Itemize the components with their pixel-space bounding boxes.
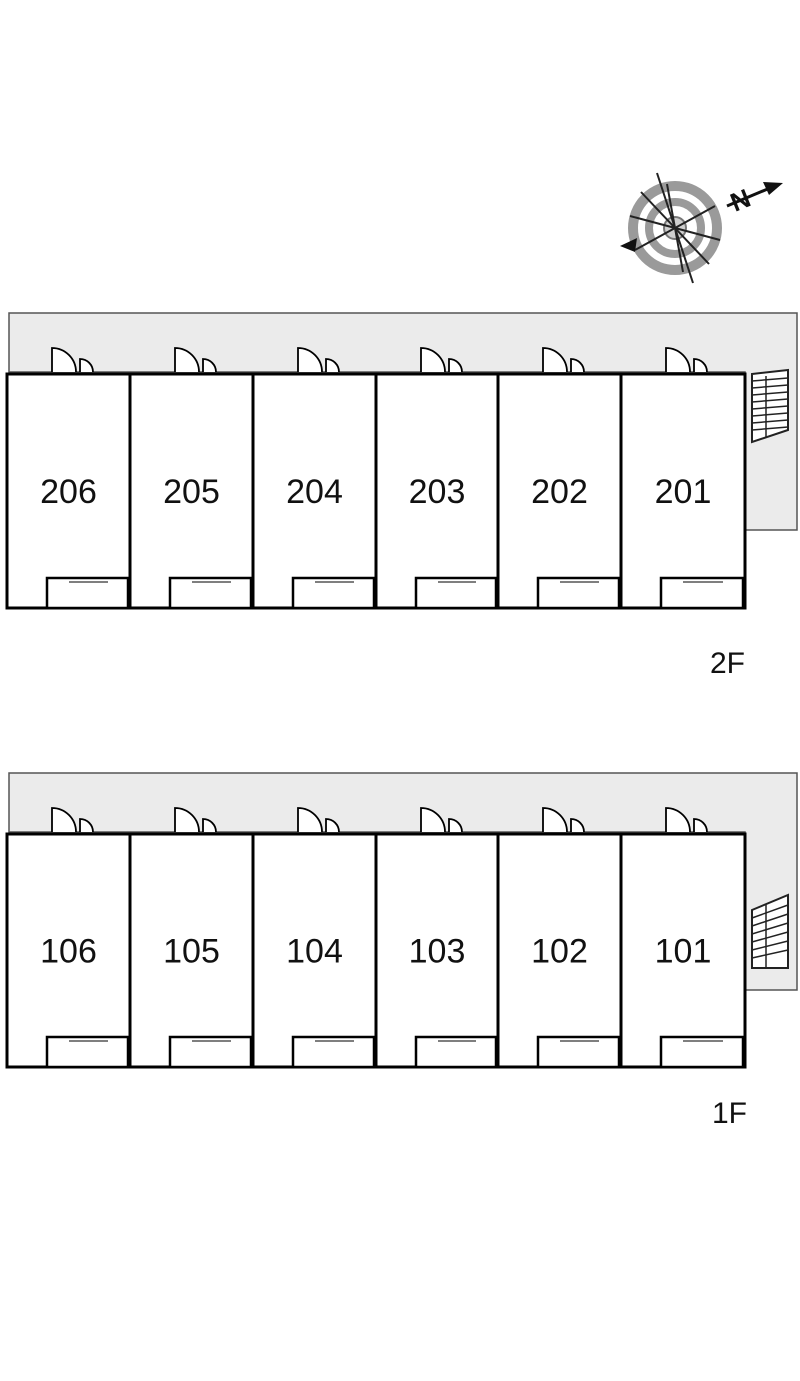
- floor-label-2f: 2F: [710, 647, 745, 680]
- stairs-icon: [751, 893, 789, 969]
- entrance-door-icon: [51, 347, 77, 373]
- unit-number: 103: [409, 933, 466, 971]
- unit-103: 103: [374, 807, 500, 1069]
- unit-number: 204: [286, 473, 343, 511]
- entrance-door-icon: [420, 347, 446, 373]
- unit-number: 105: [163, 933, 220, 971]
- unit-room: [619, 832, 747, 1069]
- unit-106: 106: [5, 807, 132, 1069]
- meter-box-icon: [325, 358, 340, 373]
- meter-box-icon: [202, 818, 217, 833]
- unit-102: 102: [496, 807, 623, 1069]
- meter-box-icon: [325, 818, 340, 833]
- meter-box-icon: [448, 358, 463, 373]
- unit-104: 104: [251, 807, 378, 1069]
- unit-room: [5, 372, 132, 610]
- balcony: [45, 1035, 130, 1069]
- unit-room: [374, 372, 500, 610]
- balcony: [168, 576, 253, 610]
- entrance-door-icon: [51, 807, 77, 833]
- unit-room: [5, 832, 132, 1069]
- unit-203: 203: [374, 347, 500, 610]
- entrance-door-icon: [174, 347, 200, 373]
- floor-label-1f: 1F: [712, 1097, 747, 1130]
- entrance-door-icon: [297, 347, 323, 373]
- balcony: [291, 576, 376, 610]
- meter-box-icon: [202, 358, 217, 373]
- entrance-door-icon: [665, 347, 691, 373]
- compass-icon: N: [620, 172, 783, 284]
- unit-number: 202: [531, 473, 588, 511]
- unit-room: [496, 372, 623, 610]
- entrance-door-icon: [542, 347, 568, 373]
- meter-box-icon: [693, 358, 708, 373]
- meter-box-icon: [79, 358, 94, 373]
- meter-box-icon: [570, 358, 585, 373]
- meter-box-icon: [570, 818, 585, 833]
- balcony: [45, 576, 130, 610]
- balcony: [536, 1035, 621, 1069]
- entrance-door-icon: [420, 807, 446, 833]
- unit-number: 104: [286, 933, 343, 971]
- unit-205: 205: [128, 347, 255, 610]
- unit-101: 101: [619, 807, 747, 1069]
- entrance-door-icon: [297, 807, 323, 833]
- entrance-door-icon: [174, 807, 200, 833]
- unit-202: 202: [496, 347, 623, 610]
- balcony: [414, 576, 498, 610]
- unit-number: 101: [655, 933, 712, 971]
- unit-204: 204: [251, 347, 378, 610]
- meter-box-icon: [79, 818, 94, 833]
- balcony: [414, 1035, 498, 1069]
- unit-number: 106: [40, 933, 97, 971]
- floor-2f: 206 205 204 203 202 201 2F: [5, 312, 798, 680]
- unit-number: 205: [163, 473, 220, 511]
- balcony: [659, 576, 745, 610]
- balcony: [168, 1035, 253, 1069]
- meter-box-icon: [448, 818, 463, 833]
- balcony: [536, 576, 621, 610]
- unit-number: 206: [40, 473, 97, 511]
- unit-number: 102: [531, 933, 588, 971]
- unit-number: 203: [409, 473, 466, 511]
- floor-1f: 106 105 104 103 102 101 1F: [5, 772, 798, 1130]
- unit-room: [128, 372, 255, 610]
- entrance-door-icon: [665, 807, 691, 833]
- unit-201: 201: [619, 347, 747, 610]
- unit-105: 105: [128, 807, 255, 1069]
- compass-north-label: N: [726, 183, 755, 218]
- unit-number: 201: [655, 473, 712, 511]
- balcony: [291, 1035, 376, 1069]
- unit-room: [251, 832, 378, 1069]
- unit-206: 206: [5, 347, 132, 610]
- unit-room: [128, 832, 255, 1069]
- unit-room: [619, 372, 747, 610]
- stairs-icon: [751, 368, 789, 444]
- meter-box-icon: [693, 818, 708, 833]
- entrance-door-icon: [542, 807, 568, 833]
- balcony: [659, 1035, 745, 1069]
